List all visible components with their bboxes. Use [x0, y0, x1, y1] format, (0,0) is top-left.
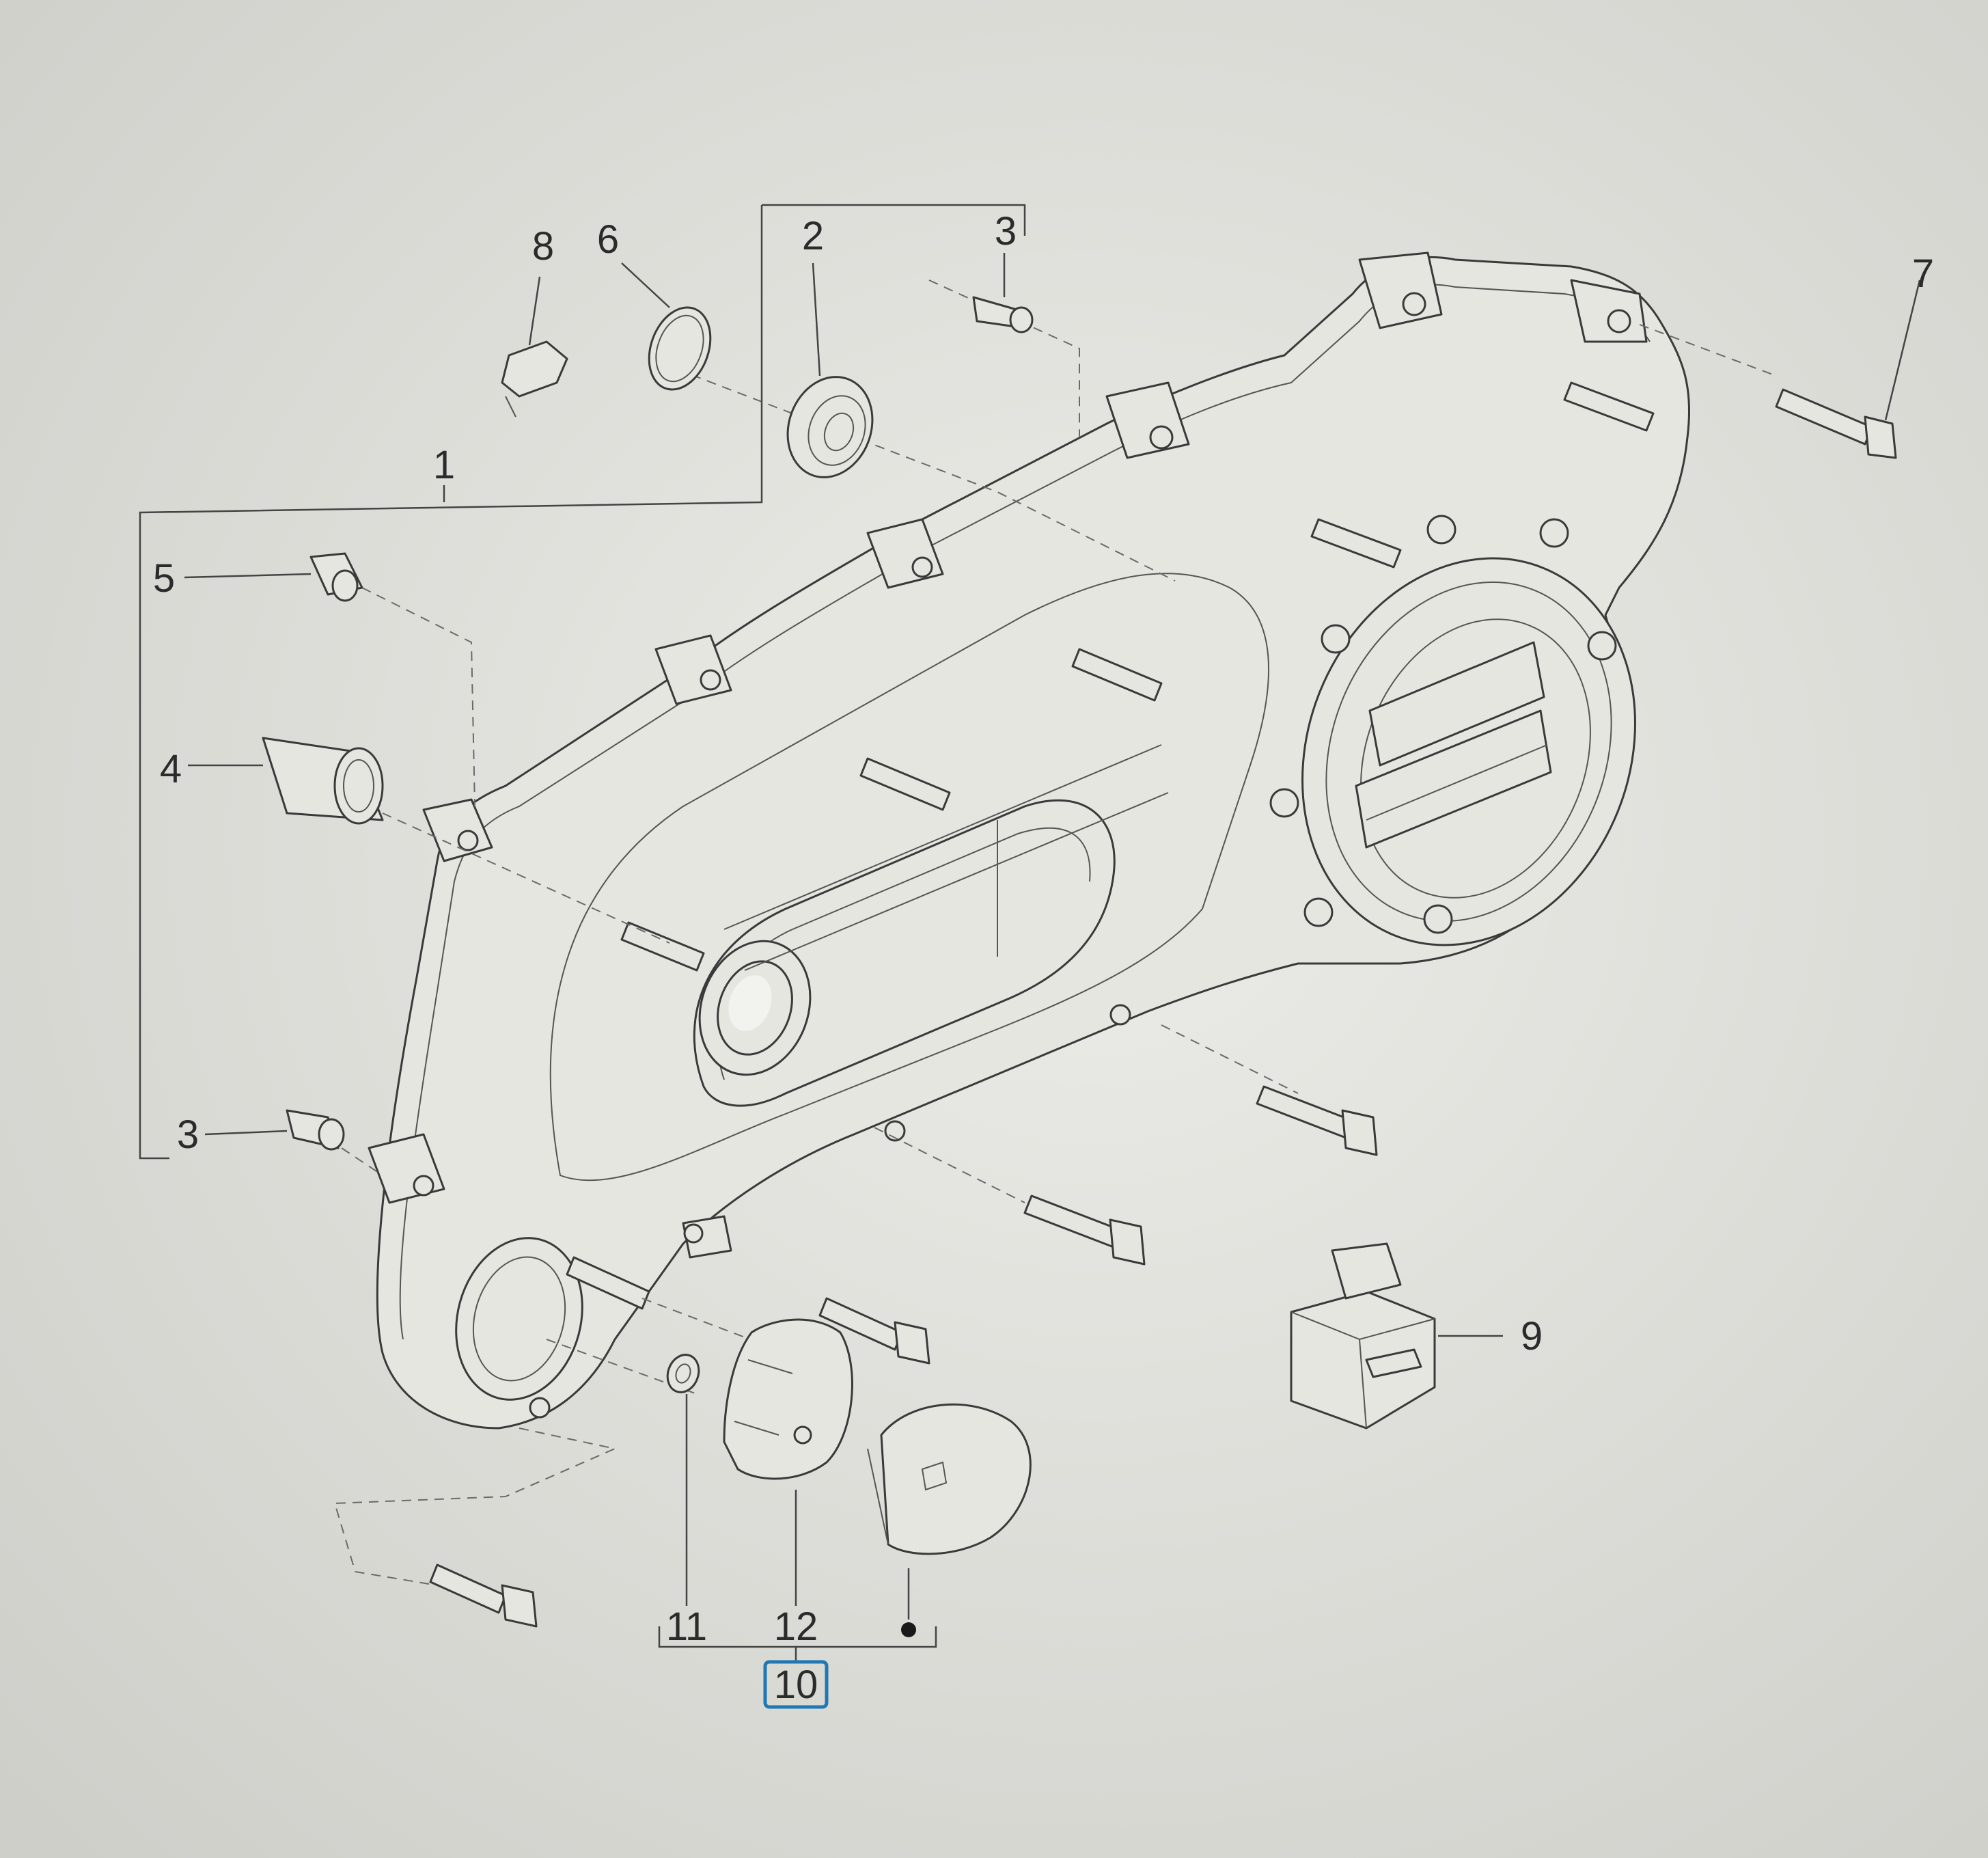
callout-9: 9	[1521, 1314, 1543, 1358]
part-11-washer	[666, 1354, 700, 1606]
callout-1: 1	[433, 443, 455, 487]
cover-studs	[566, 381, 1655, 1310]
part-2-bearing	[786, 262, 874, 478]
part-7-bolt	[1775, 279, 1921, 459]
transmission-cover	[368, 251, 1691, 1430]
part-3-dowel-top	[972, 253, 1034, 333]
callout-3-left: 3	[177, 1112, 199, 1157]
callout-6: 6	[597, 217, 619, 262]
callout-11: 11	[666, 1604, 707, 1649]
cover-bolt-holes	[1269, 515, 1617, 934]
part-12-filter	[723, 1318, 853, 1606]
part-4-sleeve	[188, 737, 384, 825]
callout-2: 2	[802, 214, 824, 258]
callout-10-bracket	[658, 1626, 937, 1648]
callout-10: 10	[774, 1663, 818, 1707]
callout-8: 8	[532, 224, 554, 269]
part-cap	[867, 1403, 1032, 1637]
callout-10-highlighted[interactable]: 10	[763, 1660, 829, 1709]
callout-3-top: 3	[995, 209, 1017, 254]
part-6-circlip	[621, 262, 712, 391]
bullet-dot-icon	[901, 1622, 916, 1637]
callout-1-bracket	[139, 204, 1026, 1160]
callout-12: 12	[774, 1604, 818, 1649]
callout-5: 5	[153, 556, 175, 601]
callout-7: 7	[1912, 251, 1934, 296]
part-8-clip	[501, 276, 568, 418]
part-3-dowel-left	[204, 1109, 345, 1151]
callout-10-box	[763, 1660, 829, 1709]
mounting-lugs	[368, 251, 1648, 1419]
callout-4: 4	[160, 747, 182, 791]
part-5-dowel	[184, 552, 363, 602]
loose-bolts	[429, 1085, 1378, 1628]
part-9-block	[1290, 1242, 1503, 1430]
